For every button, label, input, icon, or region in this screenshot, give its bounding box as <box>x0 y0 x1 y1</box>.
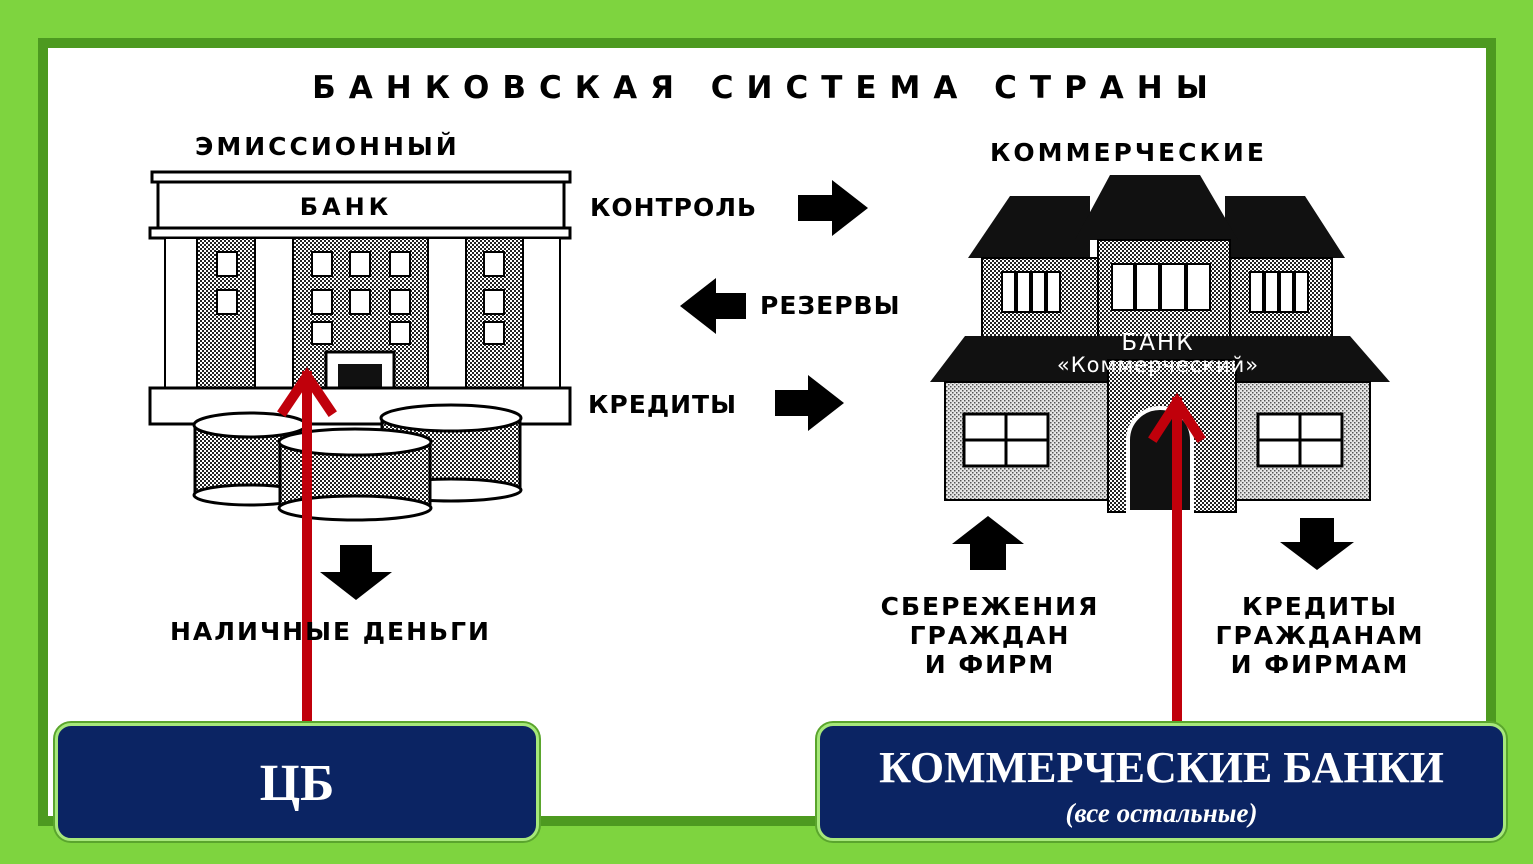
commercial-bank-sign-line1: БАНК <box>1121 330 1194 356</box>
diagram-title: БАНКОВСКАЯ СИСТЕМА СТРАНЫ <box>312 70 1221 106</box>
control-arrow-icon <box>798 180 868 236</box>
central-bank-callout: ЦБ <box>55 723 539 841</box>
commercial-banks-callout: КОММЕРЧЕСКИЕ БАНКИ (все остальные) <box>817 723 1506 841</box>
savings-line: ГРАЖДАН <box>909 621 1071 650</box>
savings-arrow-icon <box>952 516 1024 570</box>
central-bank-callout-text: ЦБ <box>259 755 335 812</box>
cash-money-label: НАЛИЧНЫЕ ДЕНЬГИ <box>170 617 491 646</box>
central-bank-sign: БАНК <box>300 193 393 221</box>
savings-line: СБЕРЕЖЕНИЯ <box>880 592 1100 621</box>
flow-credits-label: КРЕДИТЫ <box>588 390 737 419</box>
reserves-arrow-icon <box>680 278 746 334</box>
savings-line: И ФИРМ <box>924 650 1056 679</box>
kb-pointer-arrow-icon <box>1148 392 1206 735</box>
cb-pointer-arrow-icon <box>277 367 337 735</box>
flow-reserves-label: РЕЗЕРВЫ <box>760 291 901 320</box>
commercial-banks-callout-text: КОММЕРЧЕСКИЕ БАНКИ <box>879 743 1444 792</box>
loans-arrow-icon <box>1280 518 1354 570</box>
central-bank-building <box>148 170 572 426</box>
coin-stacks <box>192 403 523 522</box>
cash-arrow-icon <box>320 545 392 600</box>
credits-arrow-icon <box>775 375 844 431</box>
commercial-banks-label: КОММЕРЧЕСКИЕ <box>990 138 1267 167</box>
emission-bank-label: ЭМИССИОННЫЙ <box>195 132 460 161</box>
flow-control-label: КОНТРОЛЬ <box>590 193 758 222</box>
loans-line: ГРАЖДАНАМ <box>1215 621 1425 650</box>
savings-label: СБЕРЕЖЕНИЯ ГРАЖДАН И ФИРМ <box>850 592 1130 679</box>
loans-line: КРЕДИТЫ <box>1242 592 1398 621</box>
commercial-bank-sign-line2: «Коммерческий» <box>1057 353 1259 377</box>
loans-line: И ФИРМАМ <box>1230 650 1410 679</box>
commercial-banks-callout-note: (все остальные) <box>1065 798 1258 828</box>
loans-label: КРЕДИТЫ ГРАЖДАНАМ И ФИРМАМ <box>1185 592 1455 679</box>
